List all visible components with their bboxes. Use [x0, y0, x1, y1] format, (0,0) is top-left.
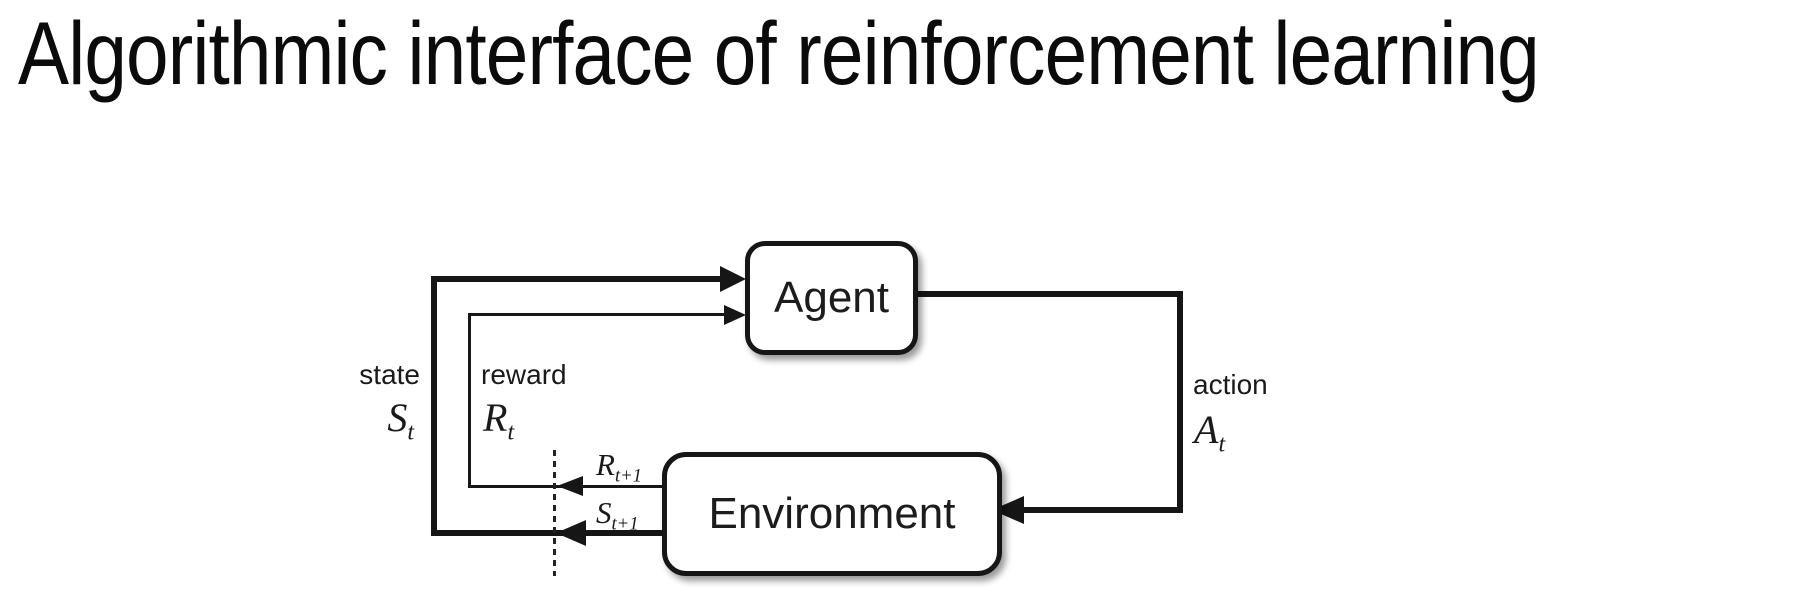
state-line-to-agent: [431, 276, 723, 282]
reward-label: reward: [481, 359, 567, 390]
slide-title: Algorithmic interface of reinforcement l…: [18, 3, 1540, 103]
action-line-to-environment: [1022, 507, 1183, 513]
next-reward-subscript: t+1: [614, 465, 642, 487]
arrowhead-state-into-agent-icon: [720, 266, 746, 292]
action-label: action: [1193, 369, 1268, 400]
state-symbol-subscript: t: [407, 419, 414, 446]
environment-node-label: Environment: [708, 489, 956, 538]
next-reward-symbol: Rt+1: [596, 447, 642, 487]
reward-line-to-agent: [468, 313, 725, 316]
action-line-from-agent: [908, 291, 1183, 297]
state-symbol: St: [387, 395, 414, 446]
time-step-boundary-dashed-line: [553, 450, 556, 576]
state-label: state: [359, 359, 420, 390]
action-symbol: At: [1194, 407, 1226, 458]
reward-line-vertical: [468, 313, 471, 487]
next-state-line-from-environment: [431, 530, 663, 536]
state-line-vertical: [431, 276, 437, 536]
next-state-subscript: t+1: [611, 513, 639, 535]
environment-node: Environment: [662, 452, 1002, 576]
arrowhead-next-state-icon: [556, 520, 586, 546]
action-line-vertical: [1177, 291, 1183, 513]
reward-symbol: Rt: [483, 395, 515, 446]
arrowhead-next-reward-icon: [557, 476, 583, 496]
action-symbol-subscript: t: [1218, 431, 1226, 458]
agent-node: Agent: [745, 241, 918, 355]
reward-symbol-subscript: t: [507, 419, 515, 446]
next-state-symbol: St+1: [596, 495, 639, 535]
agent-node-label: Agent: [774, 273, 889, 322]
arrowhead-reward-into-agent-icon: [724, 305, 746, 325]
